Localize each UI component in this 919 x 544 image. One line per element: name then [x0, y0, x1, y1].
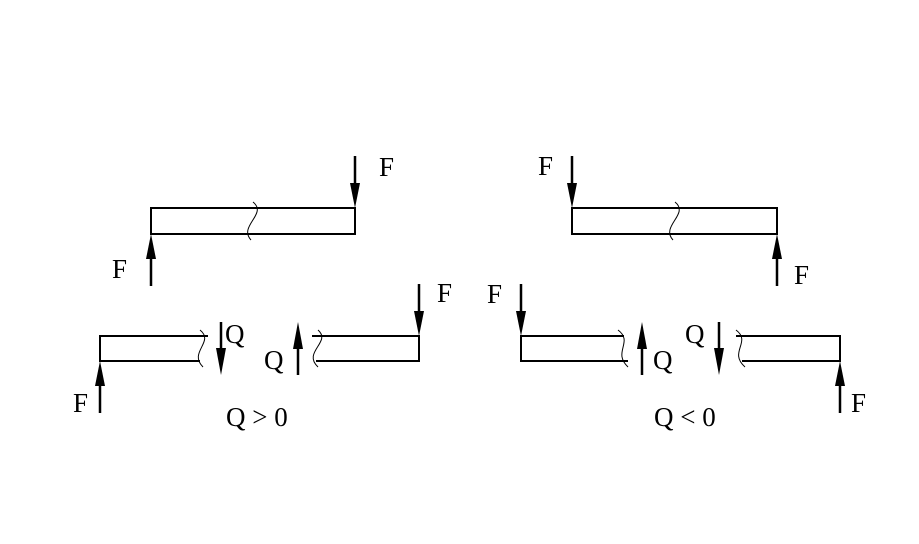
beam-body	[150, 207, 356, 235]
force-label: F	[487, 279, 502, 309]
right-segment-positive: F Q	[264, 278, 452, 375]
right-segment-negative: F Q	[685, 319, 866, 418]
force-label: F	[73, 388, 88, 418]
section-cut-line	[617, 329, 629, 368]
force-arrow-up	[835, 361, 845, 413]
section-cut-line	[312, 329, 323, 368]
shear-arrow-up	[293, 322, 303, 375]
left-segment-negative: F Q	[487, 279, 673, 375]
section-cut-line	[735, 329, 746, 368]
shear-label: Q	[225, 319, 245, 349]
negative-shear-caption: Q < 0	[654, 402, 716, 432]
force-label: F	[379, 152, 394, 182]
section-cut-line	[247, 201, 258, 241]
section-cut-line	[669, 201, 680, 241]
positive-shear-caption: Q > 0	[226, 402, 288, 432]
beam-body	[571, 207, 778, 235]
force-arrow-down-right	[350, 156, 360, 208]
force-arrow-up-right	[772, 234, 782, 286]
shear-label: Q	[264, 345, 284, 375]
negative-shear-group: F F F Q	[487, 151, 866, 432]
force-label: F	[538, 151, 553, 181]
segment-body	[312, 335, 420, 362]
shear-arrow-down	[714, 322, 724, 375]
shear-label: Q	[653, 345, 673, 375]
force-arrow-up	[95, 361, 105, 413]
force-label: F	[437, 278, 452, 308]
segment-body	[520, 335, 628, 362]
force-label: F	[112, 254, 127, 284]
force-arrow-down-left	[567, 156, 577, 208]
force-label: F	[851, 388, 866, 418]
full-beam-positive: F F	[112, 152, 394, 286]
shear-label: Q	[685, 319, 705, 349]
segment-body	[736, 335, 841, 362]
full-beam-negative: F F	[538, 151, 809, 290]
force-arrow-down	[414, 284, 424, 336]
shear-arrow-up	[637, 322, 647, 375]
shear-arrow-down	[216, 322, 226, 375]
left-segment-positive: F Q	[73, 319, 245, 418]
force-label: F	[794, 260, 809, 290]
force-arrow-up-left	[146, 234, 156, 286]
segment-body	[99, 335, 208, 362]
positive-shear-group: F F F Q	[73, 152, 452, 432]
section-cut-line	[197, 329, 206, 368]
force-arrow-down	[516, 284, 526, 336]
